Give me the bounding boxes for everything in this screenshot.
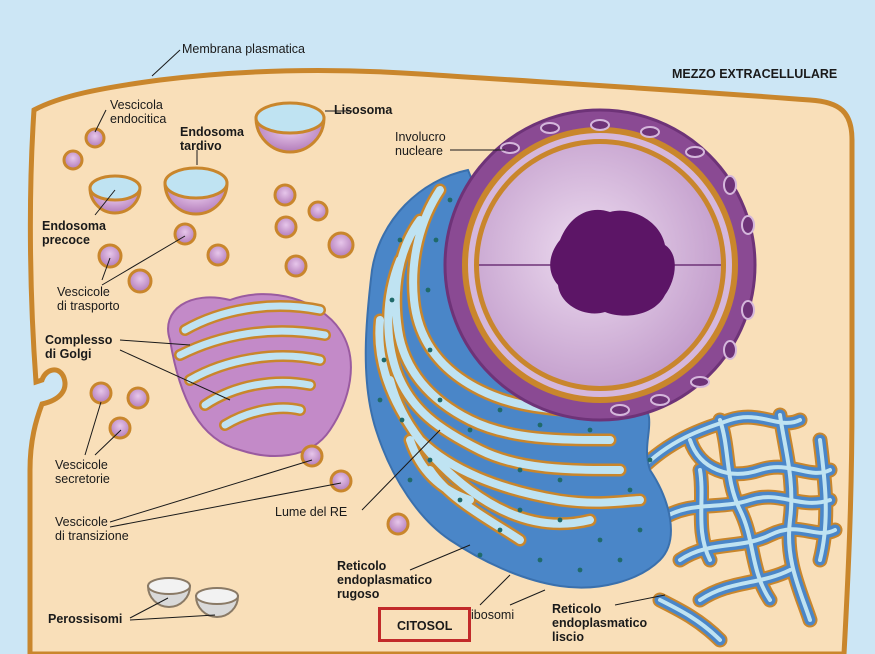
label-vescicole-transizione: Vescicole di transizione (55, 515, 129, 543)
label-reticolo-liscio: Reticolo endoplasmatico liscio (552, 602, 647, 644)
late-endosome (165, 168, 227, 214)
label-involucro-nucleare: Involucro nucleare (395, 130, 446, 158)
label-vescicole-trasporto: Vescicole di trasporto (57, 285, 120, 313)
label-mezzo-extracellulare: MEZZO EXTRACELLULARE (672, 67, 837, 81)
label-vescicole-secretorie: Vescicole secretorie (55, 458, 110, 486)
label-reticolo-rugoso: Reticolo endoplasmatico rugoso (337, 559, 432, 601)
label-citosol: CITOSOL (378, 607, 471, 642)
label-lume-re: Lume del RE (275, 505, 347, 519)
label-endosoma-tardivo: Endosoma tardivo (180, 125, 244, 153)
label-vescicola-endocitica: Vescicola endocitica (110, 98, 166, 126)
label-lisosoma: Lisosoma (334, 103, 392, 117)
early-endosome (90, 176, 140, 213)
label-membrana-plasmatica: Membrana plasmatica (182, 42, 305, 56)
label-complesso-golgi: Complesso di Golgi (45, 333, 112, 361)
nucleus (445, 110, 755, 420)
label-perossisomi: Perossisomi (48, 612, 122, 626)
label-endosoma-precoce: Endosoma precoce (42, 219, 106, 247)
